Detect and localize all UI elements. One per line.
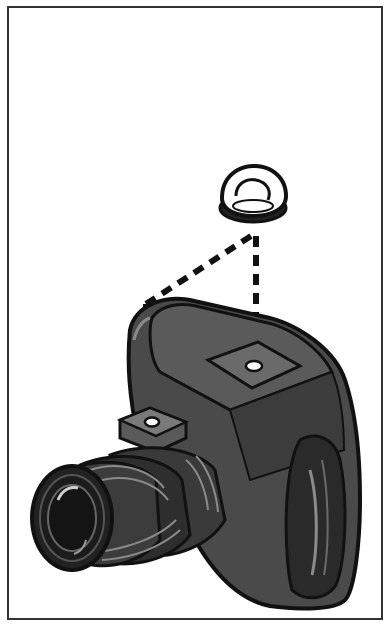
guide-line-top: [146, 236, 251, 304]
camera-lens: [32, 448, 225, 570]
lens-glass: [48, 485, 96, 551]
camera-mount-hole-icon: [246, 361, 262, 371]
front-mount-hole-icon: [145, 418, 159, 427]
mount-nub-icon: [220, 166, 286, 222]
